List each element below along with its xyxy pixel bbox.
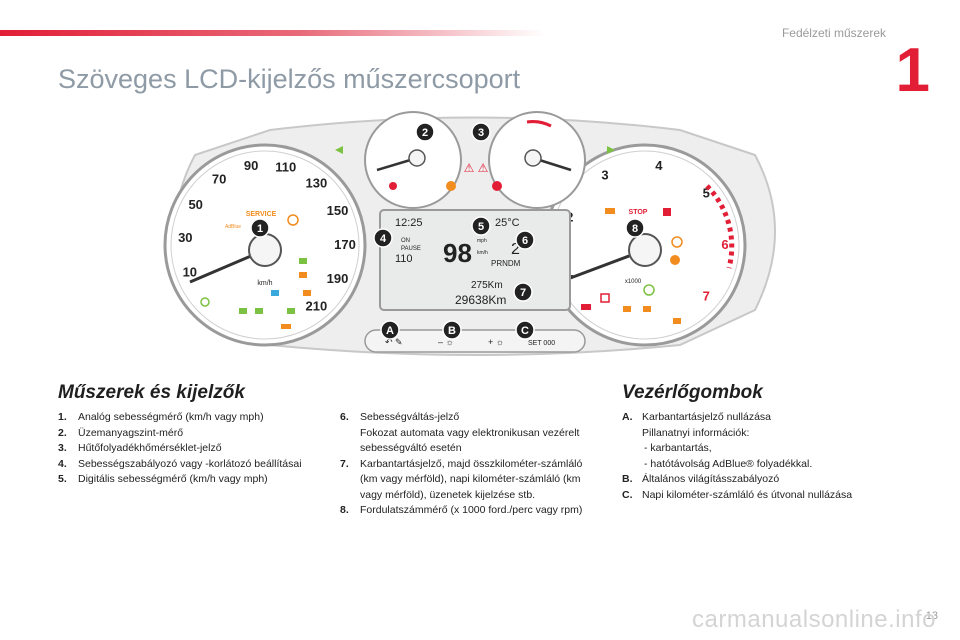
- instrument-item: 4.Sebességszabályozó vagy -korlátozó beá…: [58, 457, 302, 470]
- page-number: 13: [925, 610, 938, 622]
- callout-label: 1: [257, 223, 263, 235]
- dial-label: 170: [334, 237, 356, 252]
- speed-unit-label: km/h: [257, 280, 272, 287]
- callout-label: 4: [380, 233, 387, 245]
- section-title: Fedélzeti műszerek: [781, 26, 886, 40]
- dial-label: 6: [721, 237, 728, 252]
- instrument-item: 5.Digitális sebességmérő (km/h vagy mph): [58, 473, 268, 485]
- callout-marker: [380, 320, 400, 340]
- watermark: carmanualsonline.info: [692, 606, 936, 633]
- instrument-item: 1.Analóg sebességmérő (km/h vagy mph): [58, 411, 264, 423]
- callout-marker: [513, 282, 533, 302]
- callout-label: B: [448, 325, 456, 337]
- dial-label: 150: [327, 203, 349, 218]
- dial-label: 3: [601, 168, 608, 183]
- dial-label: 7: [703, 288, 710, 303]
- chapter-number: 1: [895, 36, 930, 105]
- instrument-cluster-illustration: 10 30 50 70 90 110 130 150 170 190 210 km/h SERVIC…: [163, 111, 776, 356]
- svg-text:⚠: ⚠: [464, 161, 475, 175]
- svg-text:⚠: ⚠: [478, 161, 489, 175]
- stop-label: STOP: [629, 209, 648, 216]
- dial-label: 50: [188, 197, 202, 212]
- controls-list: A.Karbantartásjelző nullázása Pillanatny…: [622, 410, 902, 503]
- button-a-glyph: ↶ ✎: [385, 337, 403, 347]
- callout-marker: [250, 218, 270, 238]
- dial-label: 210: [306, 298, 328, 313]
- service-label: SERVICE: [246, 211, 277, 218]
- dial-label: 10: [183, 264, 197, 279]
- controls-item-b: B.Általános világításszabályozó: [622, 473, 780, 485]
- lcd-speed-unit-mph: mph: [477, 238, 487, 244]
- button-c-glyph: + ☼: [488, 337, 504, 347]
- dial-label: 110: [275, 160, 296, 175]
- adblue-label: AdBlue: [225, 224, 241, 230]
- callout-marker: [373, 228, 393, 248]
- lcd-set-speed: 110: [395, 253, 413, 265]
- instrument-item: 8.Fordulatszámmérő (x 1000 ford./perc va…: [340, 504, 583, 516]
- controls-item-a: A.Karbantartásjelző nullázása Pillanatny…: [622, 411, 813, 470]
- button-b-glyph: – ☼: [438, 337, 454, 347]
- page-title: Szöveges LCD-kijelzős műszercsoport: [58, 64, 521, 94]
- instrument-item: 3.Hűtőfolyadékhőmérséklet-jelző: [58, 442, 222, 454]
- callout-marker: [515, 230, 535, 250]
- lcd-speed: 98: [443, 238, 472, 268]
- lcd-speed-unit-kmh: km/h: [477, 250, 488, 256]
- right-heading: Vezérlőgombok: [622, 382, 763, 403]
- callout-label: 7: [520, 287, 526, 299]
- lcd-trip: 275Km: [471, 280, 503, 291]
- tacho-unit-label: x1000: [625, 279, 642, 285]
- callout-label: 2: [422, 127, 428, 139]
- button-set-glyph: SET 000: [528, 340, 555, 347]
- dial-label: 70: [212, 172, 226, 187]
- callout-marker: [471, 216, 491, 236]
- lcd-pause: PAUSE: [401, 246, 421, 252]
- callout-label: 3: [478, 127, 484, 139]
- callout-marker: [415, 122, 435, 142]
- instruments-list: 1.Analóg sebességmérő (km/h vagy mph) 2.Ü…: [58, 410, 320, 488]
- instrument-item: 2.Üzemanyagszint-mérő: [58, 426, 184, 439]
- callout-label: A: [386, 325, 394, 337]
- callout-marker: [625, 218, 645, 238]
- lcd-gear-selector: PRNDM: [491, 259, 521, 268]
- lcd-on: ON: [401, 238, 410, 244]
- callout-label: 6: [522, 235, 528, 247]
- dial-label: 4: [655, 158, 663, 173]
- lcd-clock: 12:25: [395, 217, 423, 229]
- dial-label: 130: [306, 176, 328, 191]
- instrument-item: 7.Karbantartásjelző, majd összkilométer-…: [340, 457, 583, 501]
- dial-label: 90: [244, 158, 258, 173]
- lcd-odometer: 29638Km: [455, 293, 506, 307]
- dial-label: 5: [703, 186, 710, 201]
- controls-item-c: C.Napi kilométer-számláló és útvonal nul…: [622, 488, 853, 501]
- callout-label: 5: [478, 221, 484, 233]
- callout-marker: [515, 320, 535, 340]
- lcd-temperature: 25°C: [495, 217, 520, 229]
- header-accent-bar: [0, 30, 545, 36]
- callout-marker: [471, 122, 491, 142]
- dial-label: 30: [178, 230, 192, 245]
- callout-label: C: [521, 325, 529, 337]
- callout-label: 8: [632, 223, 638, 235]
- left-heading: Műszerek és kijelzők: [58, 382, 245, 403]
- callout-marker: [442, 320, 462, 340]
- lcd-gear: 2: [511, 241, 520, 258]
- dial-label: 190: [327, 271, 349, 286]
